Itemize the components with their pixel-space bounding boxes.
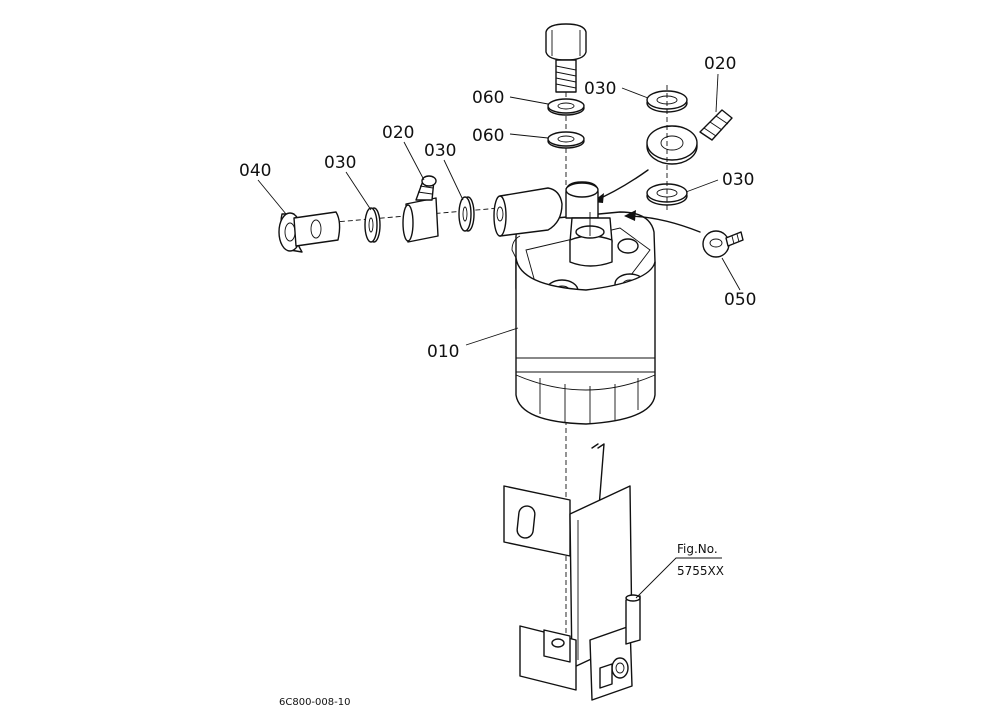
washer-060-bottom	[547, 131, 585, 149]
label-030-top: 030	[584, 79, 616, 99]
leader-fig	[635, 557, 722, 599]
washer-030-top-right	[646, 90, 688, 113]
leader-020-right	[715, 73, 719, 113]
leader-030-right	[685, 179, 719, 193]
washer-030-left-a	[364, 207, 381, 243]
banjo-bolt-040	[278, 211, 341, 253]
banjo-050	[702, 230, 744, 258]
label-030-b: 030	[424, 141, 456, 161]
leader-030-top	[621, 87, 649, 99]
label-020-left: 020	[382, 123, 414, 143]
label-060-top: 060	[472, 88, 504, 108]
label-fig-no: Fig.No.	[677, 542, 718, 556]
top-bolt	[545, 23, 587, 93]
leader-020-left	[403, 141, 425, 181]
label-040: 040	[239, 161, 271, 181]
label-fig-code: 5755XX	[677, 564, 724, 578]
filter-canister	[511, 235, 656, 425]
washer-060-top	[547, 98, 585, 116]
drawing-code: 6C800-008-10	[279, 697, 350, 708]
label-020-right: 020	[704, 54, 736, 74]
banjo-020-right	[646, 109, 733, 165]
label-060-bottom: 060	[472, 126, 504, 146]
leader-030-a	[345, 171, 372, 211]
leader-060-bottom	[509, 133, 549, 139]
label-030-a: 030	[324, 153, 356, 173]
arrow-head-2	[624, 210, 636, 221]
leader-040	[257, 179, 287, 215]
head-inlet	[493, 187, 563, 237]
leader-050	[721, 257, 741, 291]
washer-030-left-b	[458, 196, 475, 232]
label-030-right: 030	[722, 170, 754, 190]
label-050: 050	[724, 290, 756, 310]
banjo-020-left	[402, 175, 439, 243]
head-boss	[565, 181, 613, 267]
mounting-bracket	[503, 443, 641, 701]
label-010: 010	[427, 342, 459, 362]
leader-030-b	[443, 159, 464, 201]
leader-010	[465, 327, 519, 346]
leader-060-top	[509, 96, 549, 105]
